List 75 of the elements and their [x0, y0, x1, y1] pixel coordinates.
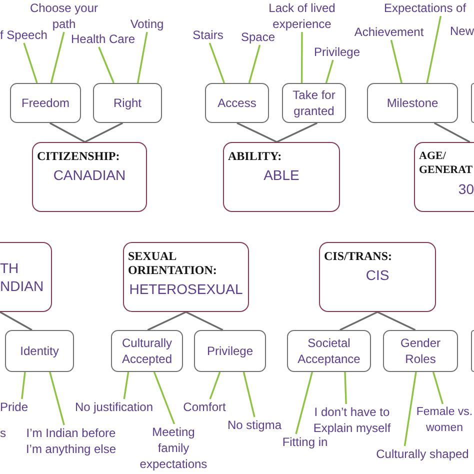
concept-box: Culturally Accepted	[111, 330, 183, 372]
concept-label: Pride	[0, 399, 30, 415]
connector-line	[390, 40, 402, 84]
concept-label: Voting	[128, 16, 166, 32]
concept-label: No justification	[72, 399, 156, 415]
connector-line	[276, 122, 318, 143]
connector-line	[123, 372, 130, 400]
connector-line	[242, 372, 256, 418]
category-box	[0, 242, 52, 312]
category-heading: SEXUAL ORIENTATION:	[128, 249, 218, 277]
concept-box: Right	[93, 83, 162, 123]
category-box	[123, 242, 249, 312]
concept-box: Freedom	[10, 83, 81, 123]
concept-label: Comfort	[181, 399, 228, 415]
category-value: HETEROSEXUAL	[128, 281, 244, 298]
category-value: CANADIAN	[52, 167, 127, 184]
category-value: CIS	[364, 267, 390, 284]
concept-label: Health Care	[69, 31, 137, 47]
concept-label: Stairs	[191, 27, 225, 43]
concept-label: I don’t have to Explain myself	[310, 404, 394, 436]
concept-box: Take for granted	[282, 83, 346, 123]
category-heading: AGE/ GENERAT	[419, 149, 474, 177]
category-value: TH NDIAN	[0, 259, 45, 295]
connector-line	[153, 372, 176, 424]
connector-line	[147, 311, 186, 331]
connector-line	[248, 44, 261, 84]
connector-line	[300, 32, 303, 83]
concept-label: New	[450, 23, 474, 39]
category-value: ABLE	[262, 167, 300, 184]
concept-label: Achievement	[352, 24, 426, 40]
connector-line	[49, 372, 65, 426]
concept-label: Culturally shaped	[373, 446, 472, 462]
concept-label: No stigma	[226, 417, 283, 433]
connector-line	[377, 311, 416, 331]
concept-box	[471, 83, 474, 123]
concept-label: Female vs. women	[415, 404, 474, 436]
text-fragment: s	[0, 425, 6, 441]
concept-label: Meeting family expectations	[136, 424, 211, 472]
concept-box: Gender Roles	[383, 330, 458, 372]
concept-label: Space	[240, 29, 276, 45]
category-heading: CIS/TRANS:	[324, 249, 394, 263]
connector-line	[209, 372, 221, 400]
concept-label: I’m Indian before I’m anything else	[22, 425, 120, 457]
concept-box: Identity	[5, 330, 74, 372]
connector-line	[98, 46, 114, 84]
concept-label: Fitting in	[280, 434, 330, 450]
concept-box: Societal Acceptance	[287, 330, 371, 372]
concept-label: Lack of lived experience	[264, 0, 340, 32]
connector-line	[344, 372, 347, 404]
connector-line	[208, 42, 225, 84]
connector-line	[432, 372, 444, 404]
connector-line	[426, 16, 442, 84]
category-box	[414, 142, 474, 212]
category-box	[223, 142, 340, 212]
connector-line	[325, 60, 334, 84]
connector-line	[236, 122, 278, 143]
connector-line	[340, 311, 378, 331]
category-value: 30	[457, 181, 474, 198]
category-heading: CITIZENSHIP:	[37, 149, 121, 163]
connector-line	[295, 372, 314, 434]
connector-line	[404, 372, 417, 446]
connector-line	[49, 122, 86, 143]
category-heading: ABILITY:	[228, 149, 283, 163]
concept-label: Expectations of	[384, 0, 474, 16]
concept-box: Privilege	[194, 330, 266, 372]
concept-box: Access	[205, 83, 269, 123]
connector-line	[23, 42, 38, 84]
concept-label: Privilege	[312, 44, 362, 60]
concept-box: Milestone	[367, 83, 458, 123]
category-box	[32, 142, 147, 212]
connector-line	[21, 372, 26, 400]
connector-line	[136, 32, 148, 84]
category-box	[319, 242, 436, 312]
concept-box	[471, 330, 474, 372]
connector-line	[50, 32, 65, 84]
